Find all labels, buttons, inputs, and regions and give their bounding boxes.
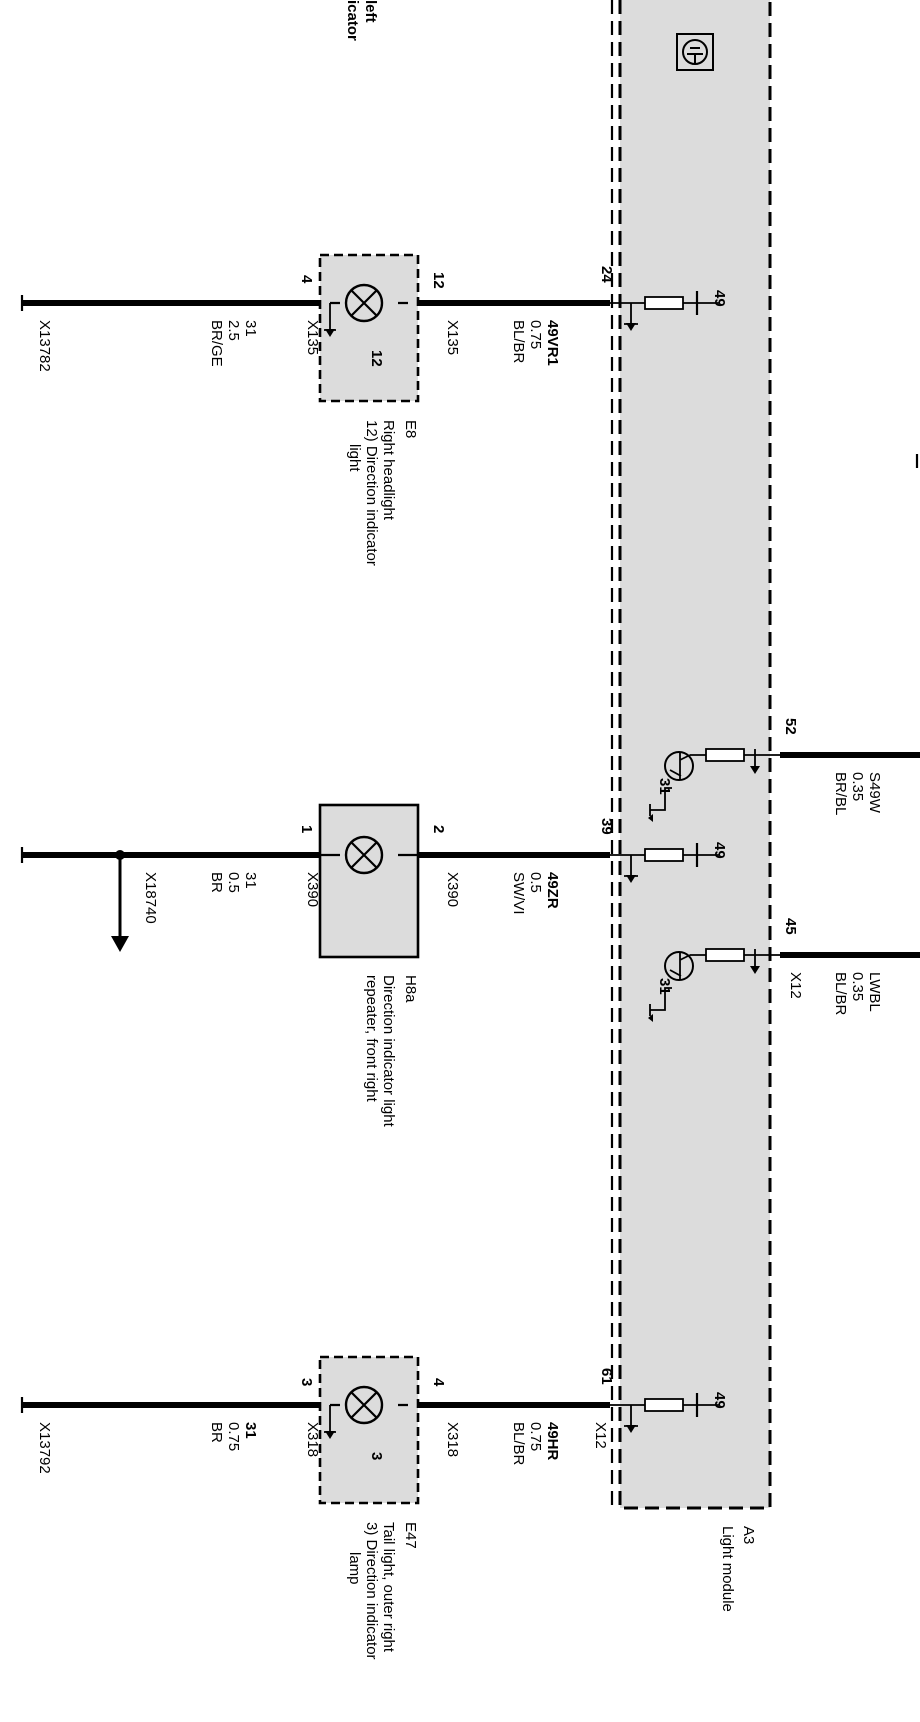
component-code: E8	[402, 420, 419, 438]
component-e47-box	[318, 1355, 420, 1505]
component-desc: 12) Direction indicator	[363, 420, 380, 566]
component-desc: Tail light, outer right	[380, 1522, 397, 1653]
connector: X12	[787, 972, 804, 999]
end-label: X13782	[36, 320, 53, 372]
wire-size: 2.5	[225, 320, 242, 341]
top-left-label-2: icator	[344, 0, 361, 41]
wire-color: BL/BR	[832, 972, 849, 1016]
wire-color: BR	[208, 1422, 225, 1443]
light-module-body	[620, 0, 770, 1508]
component-desc: Direction indicator light	[380, 975, 397, 1128]
top-left-label-1: left	[362, 0, 379, 23]
connector: X135	[304, 320, 321, 355]
connector: X135	[444, 320, 461, 355]
ground-49: 49	[711, 1392, 728, 1409]
component-code: E47	[402, 1522, 419, 1549]
wire-size: 0.75	[527, 320, 544, 349]
wire-color: SW/VI	[510, 872, 527, 915]
module-pin-61: 61	[598, 1368, 615, 1385]
wire-size: 0.35	[849, 772, 866, 801]
lamp-icon	[344, 283, 384, 323]
module-code: A3	[740, 1526, 757, 1544]
module-pin-24: 24	[598, 266, 615, 283]
component-desc: repeater, front right	[363, 975, 380, 1103]
e8-pin-top: 12	[430, 272, 447, 289]
wire-color: BR/GE	[208, 320, 225, 367]
connector: X390	[304, 872, 321, 907]
end-label: X13792	[36, 1422, 53, 1474]
module-pin-39: 39	[598, 818, 615, 835]
wire-color: BR/BL	[832, 772, 849, 815]
lamp-icon	[344, 835, 384, 875]
input-ground-31: 31	[656, 778, 673, 795]
connector: X318	[444, 1422, 461, 1457]
connector: X318	[304, 1422, 321, 1457]
ground-49: 49	[711, 842, 728, 859]
wire-code: 49ZR	[544, 872, 561, 909]
component-desc: Right headlight	[380, 420, 397, 521]
branch-h8a: 2 1 39 49ZR 0.5 SW/VI X390 31 0.5 BR X39…	[20, 803, 728, 1128]
e47-pin-top: 4	[430, 1378, 447, 1387]
input-pin-45: 45	[782, 918, 799, 935]
component-desc: lamp	[346, 1552, 363, 1585]
module-name: Light module	[719, 1526, 736, 1612]
wire-color: BL/BR	[510, 1422, 527, 1466]
wire-code: 49VR1	[544, 320, 561, 366]
module-connector: X12	[592, 1422, 609, 1449]
branch-e8: 12 12 4 24 49VR1 0.75 BL/BR X135 31 2.5 …	[20, 253, 728, 566]
h8a-pin-top: 2	[430, 825, 447, 833]
component-desc: light	[346, 444, 363, 472]
h8a-pin-bottom: 1	[298, 825, 315, 833]
lamp-icon	[344, 1385, 384, 1425]
ground-49: 49	[711, 290, 728, 307]
e8-pin-bottom: 4	[298, 275, 315, 284]
branch-connector: X18740	[142, 872, 159, 924]
light-module-border	[618, 0, 772, 1510]
wire-size: 0.75	[225, 1422, 242, 1451]
wire-size: 0.35	[849, 972, 866, 1001]
component-e8-box	[318, 253, 420, 403]
e47-pin-bottom: 3	[298, 1378, 315, 1386]
component-desc: 3) Direction indicator	[363, 1522, 380, 1660]
branch-e47: 3 4 3 61 X12 49HR 0.75 BL/BR X318 31 0.7…	[20, 1355, 728, 1660]
e8-inner-label: 12	[368, 350, 385, 367]
wire-code: S49W	[866, 772, 883, 814]
wire-code: 31	[242, 320, 259, 337]
input-lwbl: 45 31 LWBL 0.35 BL/BR X12	[648, 918, 920, 1022]
input-pin-52: 52	[782, 718, 799, 735]
wire-code: LWBL	[866, 972, 883, 1012]
component-h8a-box	[318, 803, 420, 959]
wire-size: 0.5	[225, 872, 242, 893]
e47-inner-label: 3	[368, 1452, 385, 1460]
wire-code: 49HR	[544, 1422, 561, 1461]
wire-size: 0.75	[527, 1422, 544, 1451]
input-s49w: 52 31 S49W 0.35 BR/BL	[648, 718, 920, 822]
connector: X390	[444, 872, 461, 907]
input-ground-31: 31	[656, 978, 673, 995]
wire-color: BL/BR	[510, 320, 527, 364]
component-code: H8a	[402, 975, 419, 1003]
wire-size: 0.5	[527, 872, 544, 893]
ground-symbol-icon	[676, 33, 714, 71]
wire-color: BR	[208, 872, 225, 893]
wire-code: 31	[242, 1422, 259, 1439]
wire-code: 31	[242, 872, 259, 889]
